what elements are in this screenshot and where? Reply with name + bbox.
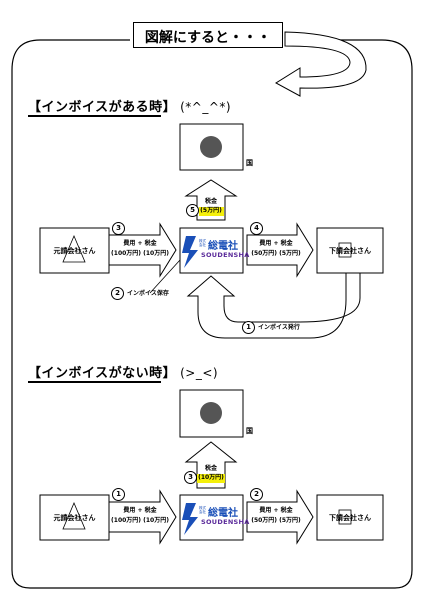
step-2-number: 2	[111, 287, 124, 300]
logo-kanji: 総電社	[208, 241, 238, 252]
step-2-label: インボイス保存	[127, 290, 169, 297]
arrow-3-right	[108, 222, 177, 278]
client-triangle-icon	[62, 501, 86, 530]
flag-circle-2	[200, 402, 222, 424]
arrow-3-line1: 税金	[204, 465, 217, 472]
arrow-2-right	[246, 489, 314, 545]
section-with-title: 【インボイスがある時】(*^_^*)	[28, 96, 231, 115]
step-2-number: 2	[250, 488, 263, 501]
client-triangle-icon	[62, 234, 86, 263]
arrow-3-line2: (10万円)	[198, 474, 224, 481]
arrow-3-line1: 費用 + 税金	[123, 240, 157, 247]
section-without-face: (>_<)	[180, 366, 219, 380]
arrow-1-line2: (100万円) (10万円)	[111, 517, 169, 524]
section-with-underline	[28, 115, 161, 117]
lightning-icon	[182, 503, 198, 535]
section-without-title-text: 【インボイスがない時】	[28, 366, 177, 381]
section-with-face: (*^_^*)	[180, 100, 232, 114]
step-5-number: 5	[186, 204, 199, 217]
client-company-label: 元請会社さん	[53, 514, 96, 522]
arrow-4-line1: 費用 + 税金	[259, 240, 293, 247]
step-3-number: 3	[112, 222, 125, 235]
arrow-3-line2: (100万円) (10万円)	[111, 250, 169, 257]
flag-circle-1	[200, 136, 222, 158]
header-curved-arrow	[275, 31, 367, 97]
highlight-5	[199, 207, 224, 216]
logo-kabu: 株式会社	[199, 239, 206, 247]
government-label: 国	[246, 159, 253, 167]
logo-roman: SOUDENSHA	[201, 518, 250, 526]
step-4-number: 4	[250, 222, 263, 235]
arrow-2-line2: (50万円) (5万円)	[251, 517, 301, 524]
arrow-1-right	[108, 489, 177, 545]
logo-kanji: 総電社	[208, 508, 238, 519]
step-1-number: 1	[242, 321, 255, 334]
arrow-5-line1: 税金	[204, 198, 217, 205]
sub-square-icon	[338, 509, 352, 525]
logo-roman: SOUDENSHA	[201, 251, 250, 259]
sub-company-label: 下請会社さん	[329, 247, 371, 255]
invoice-u-arrow	[186, 272, 361, 339]
outer-frame	[11, 39, 413, 589]
header-title-box: 図解にすると・・・	[133, 22, 283, 48]
page-title: 図解にすると・・・	[144, 30, 272, 46]
sub-square-icon	[338, 242, 352, 258]
logo-kabu: 株式会社	[199, 506, 206, 514]
lightning-icon	[182, 236, 198, 268]
step-1-label: インボイス発行	[258, 324, 300, 331]
section-with-title-text: 【インボイスがある時】	[28, 100, 177, 115]
arrow-5-line2: (5万円)	[200, 207, 222, 214]
client-company-label: 元請会社さん	[53, 247, 96, 255]
arrow-1-line1: 費用 + 税金	[123, 507, 157, 514]
step2-pointer-line	[149, 259, 181, 294]
arrow-4-line2: (50万円) (5万円)	[251, 250, 301, 257]
government-label: 国	[246, 427, 253, 435]
section-without-underline	[28, 381, 161, 383]
step-1-number: 1	[112, 488, 125, 501]
section-without-title: 【インボイスがない時】(>_<)	[28, 362, 218, 381]
sub-company-label: 下請会社さん	[329, 514, 371, 522]
arrow-2-line1: 費用 + 税金	[259, 507, 293, 514]
arrow-4-right	[246, 222, 314, 278]
highlight-3	[197, 474, 225, 483]
step-3-number: 3	[184, 471, 197, 484]
